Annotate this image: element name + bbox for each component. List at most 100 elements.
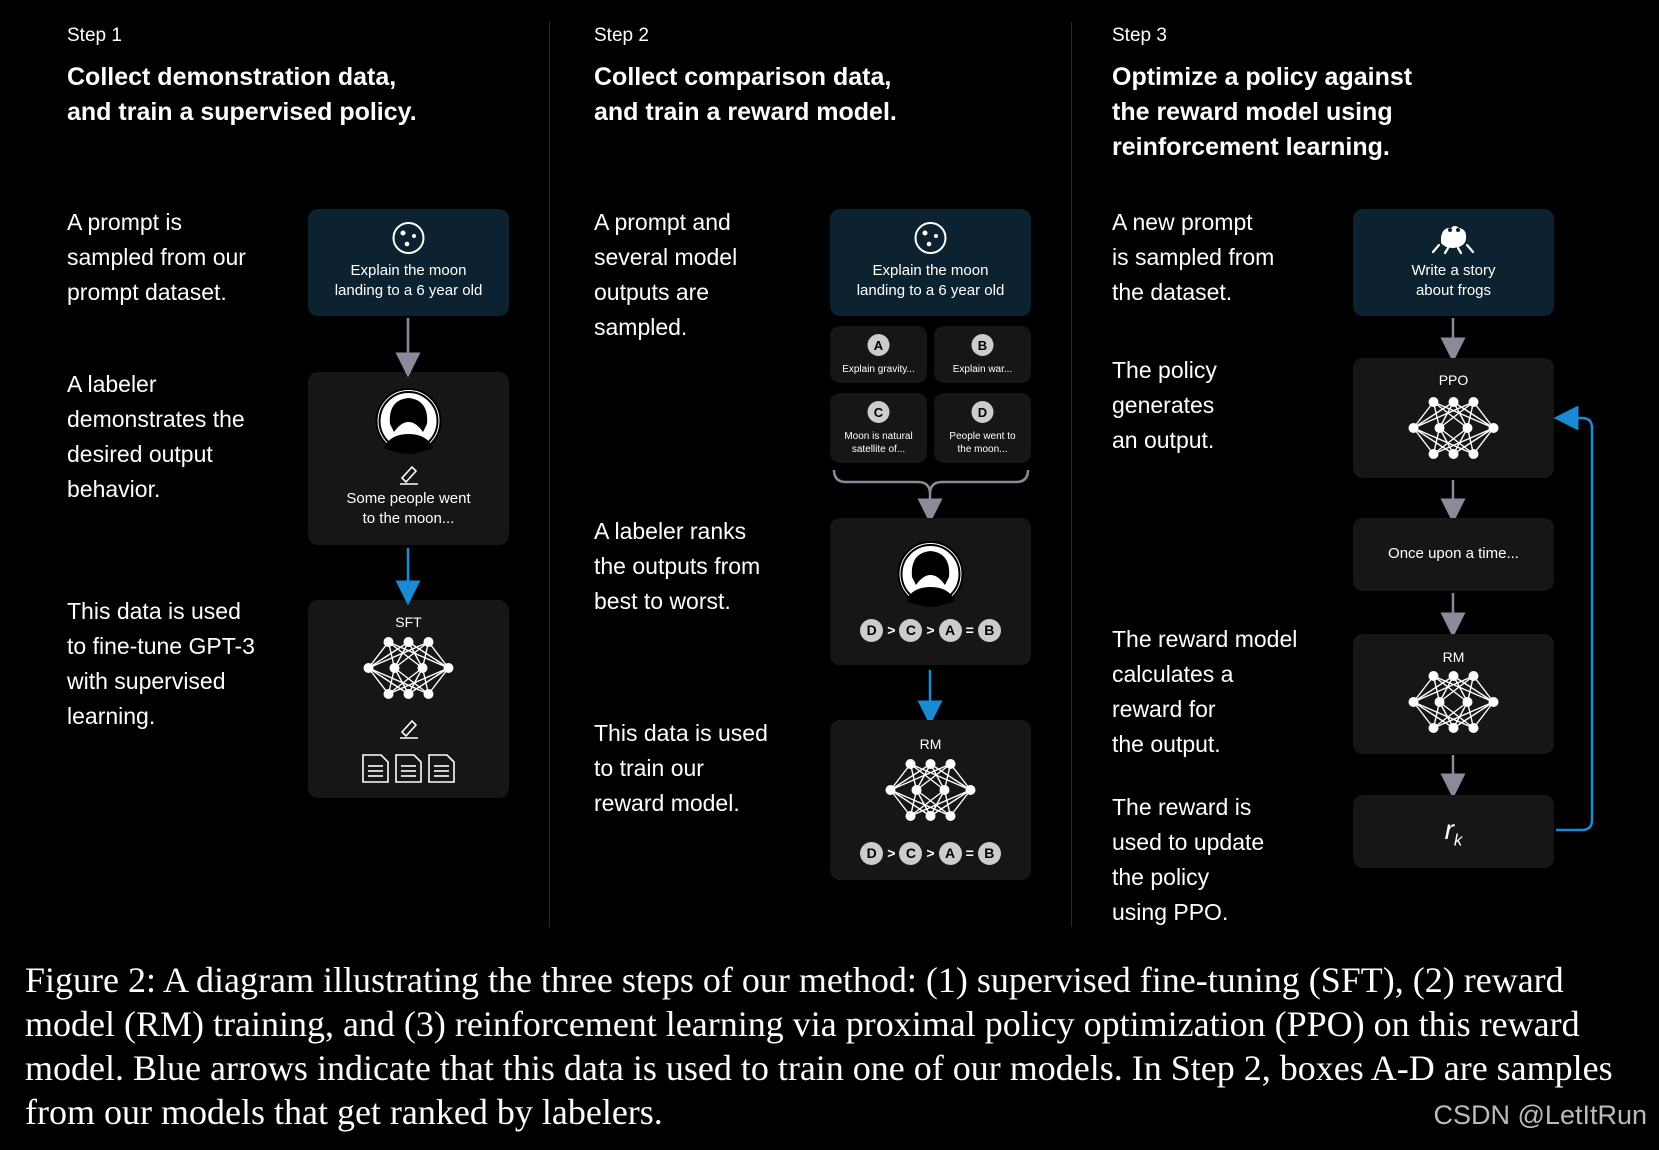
desc-line: This data is used xyxy=(594,720,768,746)
step1-desc-finetune: This data is used to fine-tune GPT-3 wit… xyxy=(67,594,255,734)
neural-network-icon xyxy=(1408,397,1499,459)
network-edge xyxy=(394,667,429,695)
step2-title: Collect comparison data, and train a rew… xyxy=(594,60,897,130)
network-node xyxy=(911,785,922,795)
prompt-text: about frogs xyxy=(1415,282,1492,299)
network-edge xyxy=(1433,701,1468,729)
network-edge xyxy=(427,641,450,669)
network-node xyxy=(417,663,428,673)
network-edge xyxy=(1412,401,1435,429)
network-edge xyxy=(1433,701,1494,729)
rank-operator: = xyxy=(965,845,974,861)
network-node xyxy=(423,637,434,647)
desc-line: The policy xyxy=(1112,357,1217,383)
desc-line: sampled. xyxy=(594,314,688,340)
rank-letter-badge: A xyxy=(938,841,962,865)
step2-title-line2: and train a reward model. xyxy=(594,98,897,126)
desc-line: sampled from our xyxy=(67,244,246,270)
desc-line: A labeler ranks xyxy=(594,518,747,544)
prompt-text: landing to a 6 year old xyxy=(856,282,1005,299)
desc-line: the policy xyxy=(1112,864,1210,890)
desc-line: learning. xyxy=(67,703,156,729)
network-node xyxy=(1488,423,1499,433)
network-edge xyxy=(1433,427,1468,455)
network-edge xyxy=(408,641,449,669)
moon-icon xyxy=(914,222,947,254)
rank-letter-badge: C xyxy=(899,841,923,865)
desc-line: reward model. xyxy=(594,790,740,816)
network-node xyxy=(1448,723,1459,733)
network-edge xyxy=(388,641,449,669)
neural-network-icon xyxy=(885,759,976,821)
step1-title-line2: and train a supervised policy. xyxy=(67,98,417,126)
network-node xyxy=(1408,423,1419,433)
network-edge xyxy=(1433,675,1468,703)
network-edge xyxy=(1412,427,1435,455)
output-text: Once upon a time... xyxy=(1388,545,1519,562)
desc-line: The reward model xyxy=(1112,626,1298,652)
desc-line: reward for xyxy=(1112,696,1216,722)
rank-letter-badge: D xyxy=(860,841,884,865)
network-node xyxy=(1434,697,1445,707)
network-node xyxy=(1428,671,1439,681)
step3-desc-update: The reward is used to update the policy … xyxy=(1112,790,1264,930)
network-edge xyxy=(1472,427,1495,455)
step3-prompt-box: Write a story about frogs xyxy=(1353,209,1554,316)
network-node xyxy=(1448,397,1459,407)
sft-label: SFT xyxy=(395,614,422,630)
step1-title-line1: Collect demonstration data, xyxy=(67,63,397,91)
output-box-d: D People went to the moon... xyxy=(934,393,1031,463)
network-node xyxy=(925,759,936,769)
reward-symbol: r xyxy=(1444,814,1454,845)
watermark: CSDN @LetItRun xyxy=(1433,1100,1647,1130)
network-edge xyxy=(1413,401,1474,429)
network-edge xyxy=(890,763,931,791)
network-node xyxy=(1468,449,1479,459)
step3-title-line3: reinforcement learning. xyxy=(1112,133,1390,161)
network-node xyxy=(1428,397,1439,407)
desc-line: This data is used xyxy=(67,598,241,624)
network-edge xyxy=(890,789,931,817)
output-letter-a: A xyxy=(873,338,884,353)
desc-line: to train our xyxy=(594,755,704,781)
network-edge xyxy=(394,641,429,669)
step3-label: Step 3 xyxy=(1112,25,1167,46)
prompt-text: Write a story xyxy=(1411,262,1496,279)
output-letter-d: D xyxy=(977,405,988,420)
step1-prompt-box: Explain the moon landing to a 6 year old xyxy=(308,209,509,316)
desc-line: is sampled from xyxy=(1112,244,1275,270)
network-edge xyxy=(916,763,951,791)
step3-desc-policy: The policy generates an output. xyxy=(1112,353,1217,458)
ranking-row: D>C>A=B xyxy=(830,841,1031,865)
rank-letter-badge: C xyxy=(899,618,923,642)
network-edge xyxy=(1453,675,1494,703)
desc-line: prompt dataset. xyxy=(67,279,227,305)
rank-letter-badge: A xyxy=(938,618,962,642)
rank-operator: > xyxy=(926,845,935,861)
network-edge xyxy=(1413,427,1474,455)
network-edge xyxy=(1433,427,1494,455)
demo-text: Some people went xyxy=(346,490,471,507)
output-text-d: the moon... xyxy=(957,444,1008,455)
documents-icon xyxy=(362,754,455,783)
network-node xyxy=(383,637,394,647)
output-text-c: satellite of... xyxy=(851,444,906,455)
step1-sft-box: SFT xyxy=(308,600,509,798)
network-edge xyxy=(930,763,971,791)
network-edge xyxy=(367,641,390,669)
network-node xyxy=(1468,723,1479,733)
column-divider-2 xyxy=(1071,22,1072,927)
desc-line: used to update xyxy=(1112,829,1265,855)
network-edge xyxy=(1472,701,1495,729)
rank-operator: = xyxy=(965,622,974,638)
network-node xyxy=(1428,449,1439,459)
rank-operator: > xyxy=(926,622,935,638)
column-divider-1 xyxy=(549,22,550,927)
network-node xyxy=(1448,671,1459,681)
step3-rm-box: RM xyxy=(1353,634,1554,754)
step2-desc-ranks: A labeler ranks the outputs from best to… xyxy=(594,514,760,619)
network-edge xyxy=(930,789,971,817)
step3-reward-box: rk xyxy=(1353,795,1554,868)
network-node xyxy=(1408,697,1419,707)
network-edge xyxy=(910,763,971,791)
